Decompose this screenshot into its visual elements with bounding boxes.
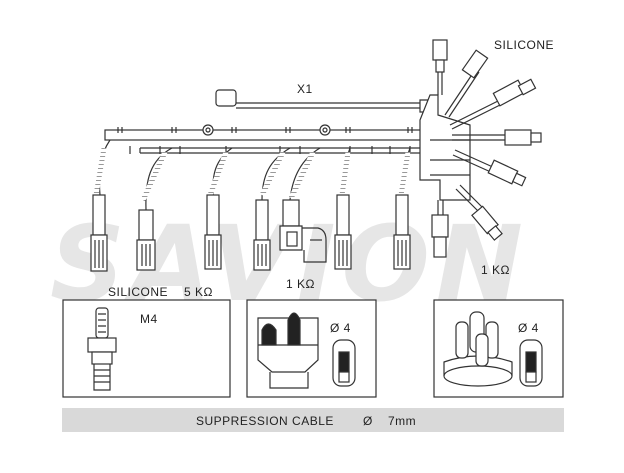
label-1k-center: 1 KΩ xyxy=(286,277,315,291)
label-5k: 5 KΩ xyxy=(184,285,213,299)
label-phi4-cap: Ø 4 xyxy=(518,321,539,335)
label-phi4-coil: Ø 4 xyxy=(330,321,351,335)
label-silicone-top: SILICONE xyxy=(494,38,554,52)
spark-plug-leads xyxy=(90,139,411,272)
label-m4: M4 xyxy=(140,312,158,326)
suppression-cable-footer: SUPPRESSION CABLE Ø 7mm xyxy=(62,408,564,432)
distributor-cap-assembly xyxy=(419,39,542,258)
footer-diameter-value: 7mm xyxy=(388,414,416,428)
spark-plug-detail xyxy=(62,299,231,398)
label-silicone-bottom: SILICONE xyxy=(108,285,168,299)
label-x1: X1 xyxy=(297,82,313,96)
footer-text: SUPPRESSION CABLE xyxy=(196,414,334,428)
distributor-cap-detail xyxy=(433,299,564,398)
ignition-coil-boot-detail xyxy=(246,299,377,398)
label-1k-right: 1 KΩ xyxy=(481,263,510,277)
cable-rail xyxy=(104,124,436,154)
x1-cable xyxy=(215,89,431,113)
footer-diameter-symbol: Ø xyxy=(363,414,373,428)
